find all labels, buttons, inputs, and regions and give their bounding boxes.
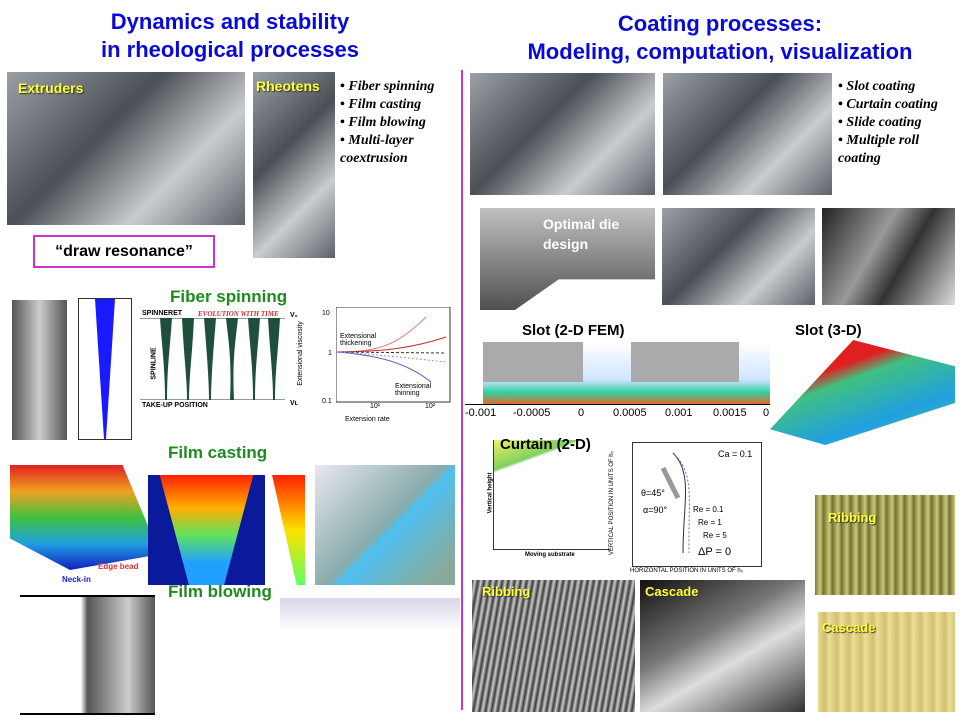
upstream-die-lip (483, 342, 583, 382)
evolution-label: EVOLUTION WITH TIME (198, 310, 279, 318)
edge-bead-label: Edge bead (98, 562, 139, 571)
curtain-2d-title: Curtain (2-D) (500, 436, 591, 453)
left-title-line: in rheological processes (101, 37, 359, 62)
right-bullets: Slot coating Curtain coating Slide coati… (838, 78, 958, 168)
extruders-label: Extruders (18, 80, 84, 96)
vl-label: Vʟ (290, 400, 298, 407)
moving-substrate-label: Moving substrate (525, 552, 575, 558)
vertical-axis-label: VERTICAL POSITION IN UNITS OF h₀ (609, 450, 616, 556)
optimal-die-label: Optimal die design (543, 216, 620, 252)
curtain-2d-sim (493, 440, 610, 550)
viscosity-curves (336, 307, 451, 403)
ca-label: Ca = 0.1 (718, 449, 753, 459)
x-tick: 0 (763, 407, 770, 419)
left-title-line: Dynamics and stability (110, 9, 350, 34)
x-axis-label: Extension rate (345, 416, 390, 423)
x-tick: -0.001 (465, 407, 497, 419)
thickening-label: Extensional thickening (340, 333, 377, 347)
spinneret-label: SPINNERET (142, 310, 183, 317)
slot-3d-title: Slot (3-D) (795, 322, 862, 339)
extruders-photo (7, 72, 245, 225)
re-label: Re = 5 (703, 531, 727, 540)
bullet: Multi-layer coextrusion (340, 132, 460, 168)
x-tick: 10¹ (370, 403, 381, 410)
bullet: Slot coating (838, 78, 958, 96)
right-title-line: Coating processes: (617, 11, 823, 36)
bullet: Curtain coating (838, 96, 958, 114)
film-thickness-surface (10, 465, 160, 570)
downstream-die-lip (631, 342, 739, 382)
cascade-photo-label: Cascade (645, 584, 699, 599)
horizontal-axis-label: HORIZONTAL POSITION IN UNITS OF h₀ (630, 568, 744, 574)
left-title: Dynamics and stability in rheological pro… (40, 8, 420, 64)
x-tick: 0.0015 (713, 407, 747, 419)
bullet: Film blowing (340, 114, 460, 132)
fiber-shapes (140, 318, 285, 400)
film-casting-contour (148, 475, 265, 585)
right-title-line: Modeling, computation, visualization (527, 39, 913, 64)
y-tick: 1 (328, 350, 332, 357)
bullet: Slide coating (838, 114, 958, 132)
film-casting-title: Film casting (168, 443, 268, 462)
theta-label: θ=45° (641, 488, 665, 498)
film-blowing-photo (20, 595, 155, 715)
x-tick: 0 (578, 407, 585, 419)
y-tick: 0.1 (322, 398, 332, 405)
ribbing-photo (472, 580, 635, 712)
x-tick: 0.001 (665, 407, 693, 419)
film-casting-die (315, 465, 455, 585)
ribbing-pattern (815, 495, 955, 595)
coater-photo-2 (663, 73, 832, 195)
x-tick: -0.0005 (513, 407, 551, 419)
ribbing-photo-label: Ribbing (482, 584, 531, 599)
y-axis-label: Extensional viscosity (296, 321, 304, 386)
left-bullets: Fiber spinning Film casting Film blowing… (340, 78, 460, 168)
coating-flow-photo (822, 208, 955, 305)
slot-3d-model (770, 340, 955, 445)
coater-photo-1 (470, 73, 655, 195)
vertical-height-label: Vertical height (487, 472, 494, 514)
slot-2d-title: Slot (2-D FEM) (522, 322, 625, 339)
divider (461, 70, 463, 710)
fiber-sim-shape (95, 299, 115, 439)
bullet: Multiple roll coating (838, 132, 958, 168)
ribbing-label: Ribbing (828, 510, 877, 525)
viscosity-plot: Extensional viscosity 10 1 0.1 Extension… (296, 305, 455, 410)
bullet: Fiber spinning (340, 78, 460, 96)
x-tick: 10² (425, 403, 436, 410)
x-tick: 0.0005 (613, 407, 647, 419)
die-photo (662, 208, 815, 305)
slot-2d-axis: -0.001 -0.0005 0 0.0005 0.001 0.0015 0 (465, 404, 770, 419)
thinning-label: Extensional thinning (395, 383, 432, 397)
alpha-label: α=90° (643, 505, 668, 515)
slot-2d-fem (483, 342, 770, 405)
cascade-photo (640, 580, 805, 712)
bullet: Film casting (340, 96, 460, 114)
film-edge-contour (272, 475, 305, 585)
draw-resonance-box: “draw resonance” (33, 235, 215, 268)
cascade-pattern (818, 612, 955, 712)
spinline-diagram: SPINNERET EVOLUTION WITH TIME V₀ SPINLIN… (140, 310, 300, 410)
delta-p-label: ΔP = 0 (698, 546, 732, 558)
neck-in-label: Neck-in (62, 575, 91, 584)
v0-label: V₀ (290, 312, 298, 319)
curtain-profile-curves (660, 452, 690, 554)
fiber-sim (78, 298, 132, 440)
rheotens-photo (253, 72, 335, 258)
film-contour-shape (159, 475, 254, 585)
rheotens-label: Rheotens (256, 78, 320, 94)
re-label: Re = 1 (698, 518, 722, 527)
film-blowing-title: Film blowing (168, 582, 272, 601)
re-label: Re = 0.1 (693, 505, 724, 514)
film-blowing-bubbles (280, 598, 460, 710)
fiber-photo (12, 300, 67, 440)
takeup-label: TAKE-UP POSITION (142, 402, 208, 409)
right-title: Coating processes: Modeling, computation,… (490, 10, 950, 66)
y-tick: 10 (322, 310, 330, 317)
cascade-label: Cascade (822, 620, 876, 635)
curtain-plot: Ca = 0.1 θ=45° α=90° Re = 0.1 Re = 1 Re … (632, 442, 762, 567)
fiber-spinning-title: Fiber spinning (170, 287, 288, 306)
